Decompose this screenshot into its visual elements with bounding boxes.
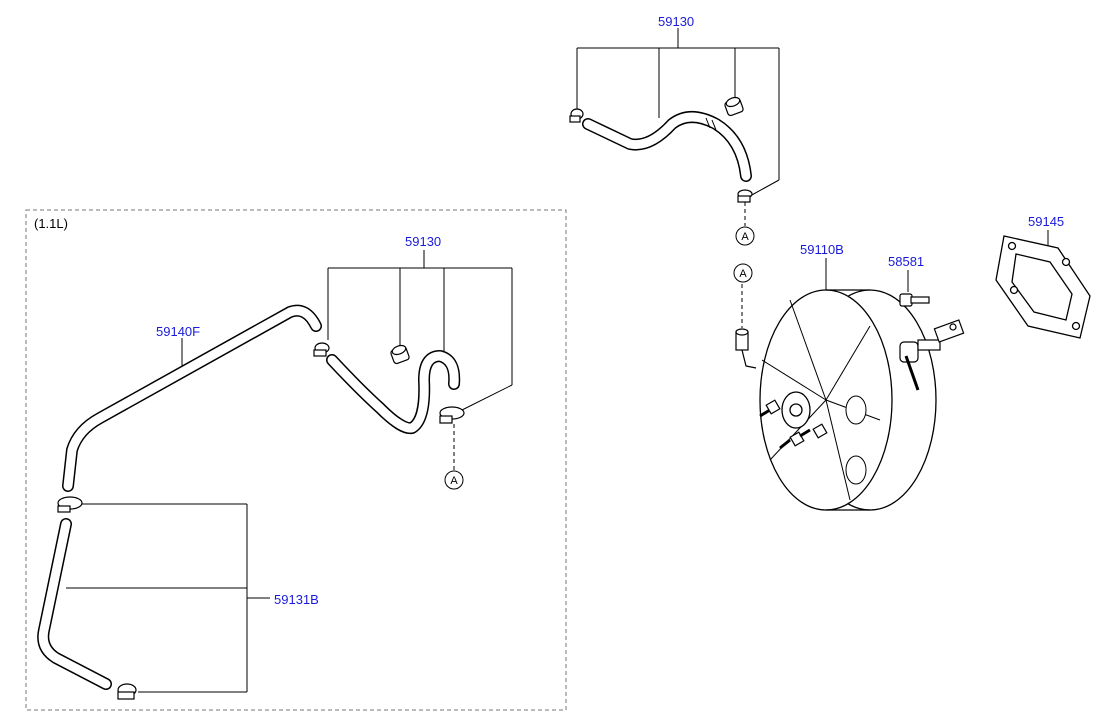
hose-clamp-lower-bottom <box>117 683 137 700</box>
ref-marker-a-booster <box>733 263 753 283</box>
brake-booster[interactable]: A <box>733 258 965 511</box>
variant-inset-frame <box>25 209 567 711</box>
booster-housing <box>759 289 937 511</box>
vacuum-hose-inset-assembly[interactable]: A <box>313 250 513 490</box>
ref-marker-a-top-text: A <box>741 231 749 243</box>
booster-bolt[interactable] <box>899 270 930 307</box>
hose-clamp-lower-top <box>57 496 83 513</box>
variant-note: (1.1L) <box>34 216 68 231</box>
check-valve-top <box>724 96 744 117</box>
vacuum-hose-top-assembly[interactable]: A <box>569 28 780 246</box>
booster-gasket[interactable] <box>995 230 1091 339</box>
ref-marker-a-inset <box>444 470 464 490</box>
part-label-hose-top[interactable]: 59130 <box>658 14 695 29</box>
vacuum-hose-long[interactable] <box>62 304 322 492</box>
ref-marker-a-booster-text: A <box>739 268 747 280</box>
part-label-hose-long[interactable]: 59140F <box>156 324 201 339</box>
leader-lines-59131b <box>66 503 270 693</box>
vacuum-hose-lower[interactable] <box>37 496 270 700</box>
hose-clamp-inset-right <box>439 406 465 424</box>
part-label-hose-inset[interactable]: 59130 <box>405 234 442 249</box>
hose-clamp-inset-left <box>313 342 330 357</box>
hose-clamp-top-left <box>569 108 584 123</box>
part-label-hose-lower[interactable]: 59131B <box>274 592 319 607</box>
booster-push-rod-clevis <box>899 319 965 391</box>
booster-mounting-studs <box>759 399 828 450</box>
hose-clamp-top-bottom <box>737 189 753 203</box>
ref-marker-a-top <box>735 226 755 246</box>
part-label-booster[interactable]: 59110B <box>800 242 844 257</box>
booster-vacuum-port <box>735 328 757 369</box>
part-label-bolt[interactable]: 58581 <box>888 254 925 269</box>
part-label-gasket[interactable]: 59145 <box>1028 214 1065 229</box>
ref-marker-a-inset-text: A <box>450 475 458 487</box>
leader-lines-59130-inset <box>327 250 513 411</box>
leader-lines-59130-top <box>576 28 780 197</box>
check-valve-inset <box>390 344 410 365</box>
